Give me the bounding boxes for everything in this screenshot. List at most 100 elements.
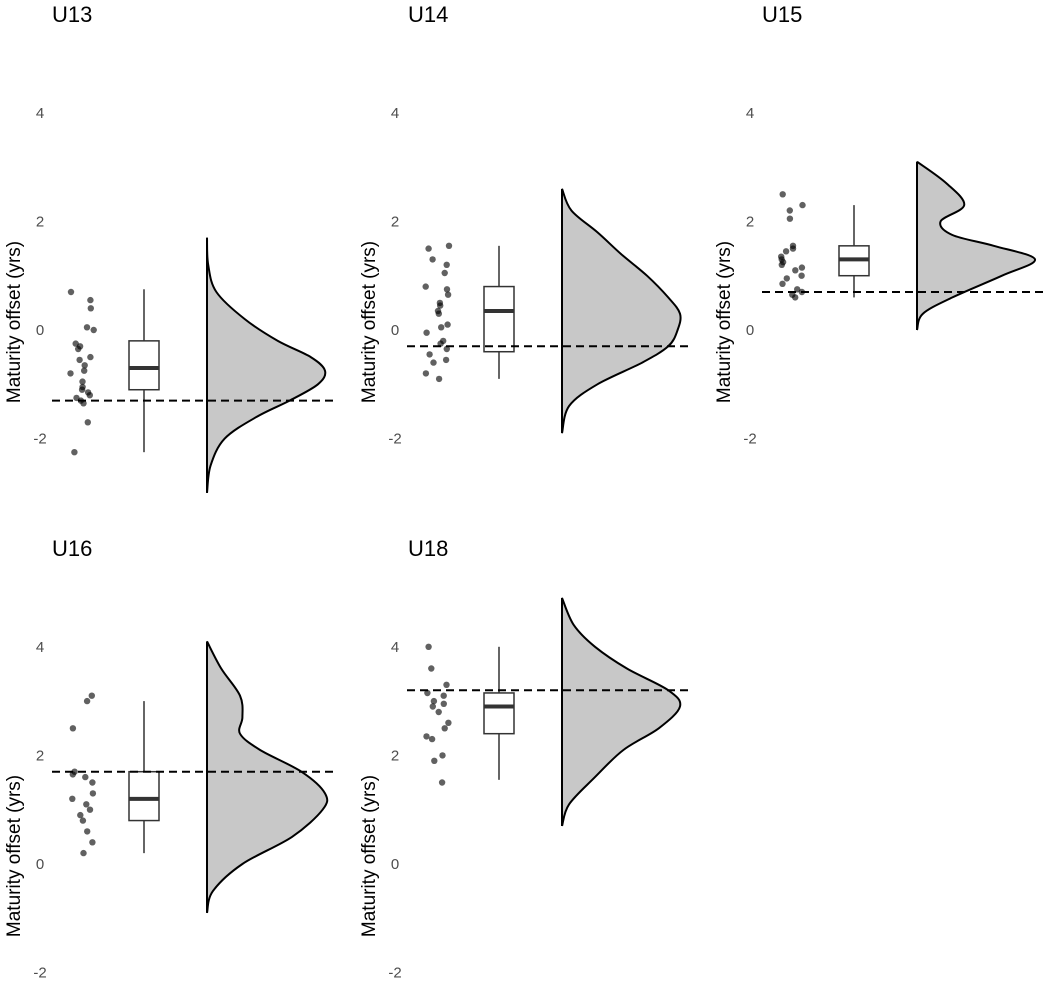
data-point — [438, 779, 446, 786]
data-point — [82, 773, 89, 781]
data-point — [69, 795, 76, 802]
data-point — [84, 828, 91, 835]
data-point — [440, 692, 447, 699]
data-point — [798, 264, 806, 271]
data-point — [792, 267, 799, 274]
data-point — [426, 351, 433, 358]
y-tick-label: 4 — [391, 639, 399, 656]
data-point — [430, 359, 437, 366]
density-outline — [206, 237, 327, 494]
y-tick-label: 2 — [36, 747, 44, 764]
data-point — [436, 299, 444, 307]
y-tick-label: 4 — [391, 105, 399, 122]
data-point — [89, 779, 96, 786]
data-point — [83, 324, 91, 331]
data-point — [81, 367, 88, 374]
data-point — [67, 370, 74, 377]
y-tick-label: 2 — [391, 213, 399, 230]
y-tick-label: -2 — [33, 965, 46, 982]
panel-title: U18 — [408, 536, 448, 561]
panel-title: U16 — [52, 536, 92, 561]
data-point — [445, 719, 452, 726]
box-iqr — [483, 285, 515, 353]
data-point — [789, 291, 796, 298]
density-outline — [916, 160, 1036, 331]
data-point — [79, 383, 86, 391]
data-point — [431, 757, 438, 764]
box-iqr — [128, 340, 160, 391]
data-point — [445, 242, 453, 249]
data-point — [786, 207, 793, 214]
data-point — [786, 215, 794, 222]
data-point — [443, 261, 450, 268]
data-point — [87, 296, 94, 304]
panel-title: U15 — [762, 2, 802, 27]
data-point — [443, 286, 451, 293]
y-tick-label: 0 — [746, 322, 754, 339]
data-point — [73, 394, 80, 402]
data-point — [88, 692, 96, 699]
data-point — [423, 329, 430, 336]
data-point — [442, 356, 450, 364]
data-point — [789, 242, 797, 249]
density-outline — [561, 597, 682, 827]
data-point — [71, 449, 78, 456]
panel-title: U14 — [408, 2, 448, 27]
data-point — [425, 245, 432, 252]
y-tick-label: 0 — [36, 322, 44, 339]
density-fill — [207, 641, 328, 913]
box-iqr — [128, 770, 160, 822]
data-point — [79, 817, 87, 824]
panel-title: U13 — [52, 2, 92, 27]
data-point — [77, 811, 84, 819]
density-outline — [561, 188, 682, 434]
data-point — [80, 849, 87, 857]
density-fill — [917, 161, 1036, 330]
y-axis-title: Maturity offset (yrs) — [714, 241, 735, 403]
data-point — [84, 389, 92, 396]
y-tick-label: 2 — [36, 213, 44, 230]
data-point — [443, 345, 450, 353]
y-tick-label: -2 — [388, 431, 401, 448]
data-point — [422, 283, 429, 290]
y-tick-label: 4 — [36, 105, 44, 122]
data-point — [438, 324, 445, 331]
data-point — [423, 733, 430, 740]
density-fill — [562, 597, 681, 826]
data-point — [83, 801, 90, 808]
data-point — [779, 280, 786, 287]
y-tick-label: 4 — [746, 105, 754, 122]
y-axis-title: Maturity offset (yrs) — [4, 241, 25, 403]
data-point — [83, 697, 91, 705]
y-tick-label: 2 — [391, 747, 399, 764]
data-point — [443, 681, 450, 688]
data-point — [69, 725, 77, 732]
data-point — [76, 356, 83, 364]
y-tick-label: 0 — [391, 322, 399, 339]
y-axis-title: Maturity offset (yrs) — [4, 775, 25, 937]
data-point — [798, 272, 805, 279]
data-point — [86, 806, 94, 813]
data-point — [79, 378, 86, 385]
data-point — [90, 326, 97, 334]
data-point — [81, 362, 88, 369]
data-point — [422, 370, 430, 377]
data-point — [439, 752, 446, 759]
data-point — [84, 419, 92, 426]
y-tick-label: 2 — [746, 213, 754, 230]
y-tick-label: -2 — [33, 431, 46, 448]
y-tick-label: 0 — [36, 856, 44, 873]
data-point — [424, 689, 431, 697]
density-fill — [207, 237, 326, 493]
data-point — [89, 839, 96, 846]
data-point — [778, 253, 785, 260]
data-point — [425, 643, 432, 650]
data-point — [441, 725, 448, 732]
y-axis-title: Maturity offset (yrs) — [359, 775, 380, 937]
density-fill — [562, 188, 681, 434]
